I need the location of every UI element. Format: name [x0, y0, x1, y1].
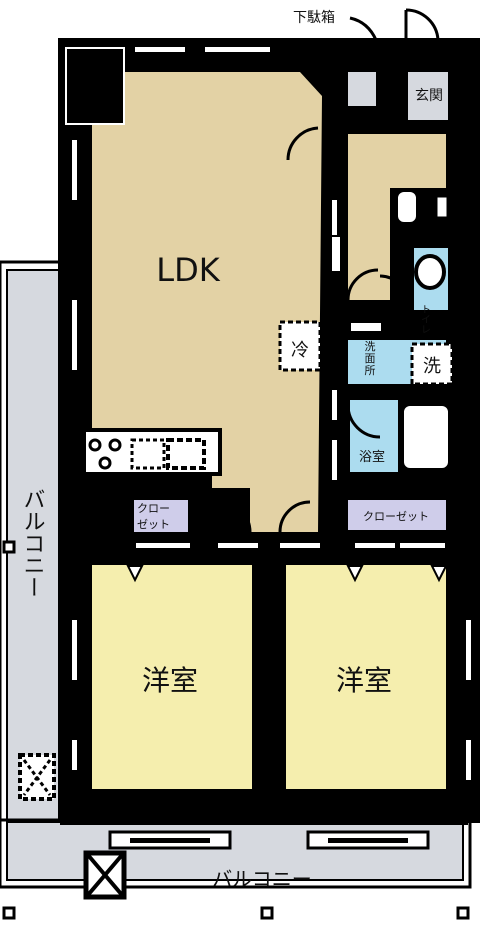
bath-label: 浴室 [359, 449, 385, 465]
entrance-label: 玄関 [415, 87, 443, 104]
column-markers [2, 540, 470, 920]
washroom-label-1: 洗 [365, 340, 376, 353]
washroom-label-3: 所 [365, 364, 376, 377]
balcony-area [0, 260, 472, 889]
vents [330, 235, 383, 333]
closet-right-floor [348, 500, 446, 530]
balcony-side-label: バルコニー [20, 488, 45, 598]
window-lines [72, 47, 471, 780]
refrigerator-label: 冷 [291, 340, 309, 361]
washroom-label-2: 面 [365, 352, 376, 365]
shoe-box-floor [348, 72, 376, 106]
closet-right-label: クローゼット [363, 510, 429, 523]
kitchen-counter [82, 428, 222, 476]
ldk-label: LDK [156, 251, 220, 289]
closet-left-label-2: ゼット [137, 518, 170, 531]
toilet-label: トイレ [419, 304, 431, 334]
closet-left-floor [134, 500, 188, 532]
ldk-floor [92, 72, 322, 532]
balcony-windows [83, 830, 430, 900]
washer-label: 洗 [423, 356, 441, 377]
balcony-bottom-label: バルコニー [212, 867, 312, 891]
doors [219, 8, 440, 533]
washer-box [410, 342, 454, 386]
toilet-fixture [394, 188, 450, 290]
door-markers [126, 565, 448, 583]
bedroom-right-label: 洋室 [336, 664, 392, 697]
pipe-space [65, 47, 125, 125]
shoe-box-leader [349, 16, 378, 41]
bedroom-left-floor [92, 565, 252, 789]
entrance-floor [408, 72, 448, 120]
bedroom-right-floor [286, 565, 446, 789]
shoe-box-label: 下駄箱 [293, 10, 335, 26]
hall-floor [348, 134, 446, 188]
closet-left-label-1: クロー [137, 502, 170, 515]
refrigerator-box [278, 320, 322, 372]
bathtub [400, 402, 452, 472]
bedroom-left-label: 洋室 [142, 664, 198, 697]
